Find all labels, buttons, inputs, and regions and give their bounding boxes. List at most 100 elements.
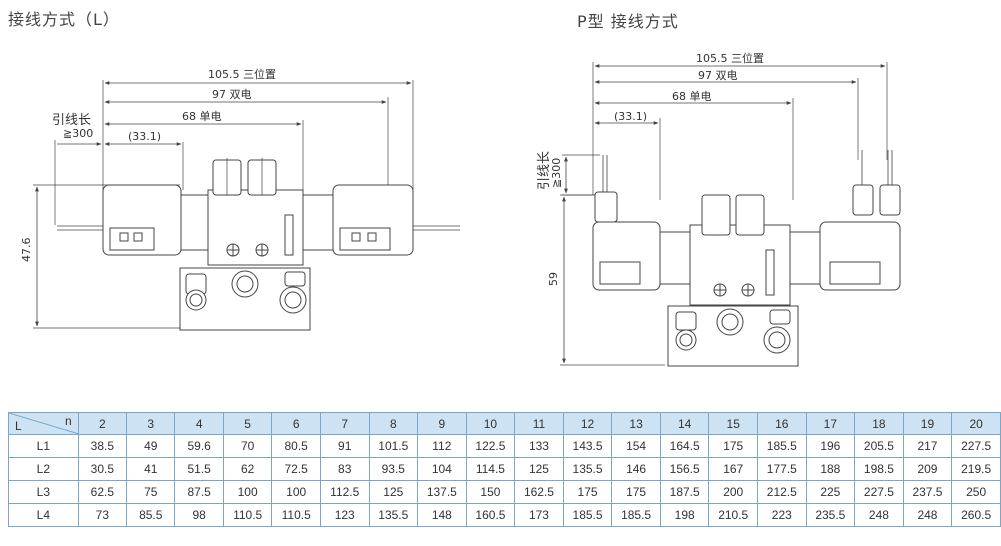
- table-cell: 248: [902, 503, 953, 527]
- table-cell: 198.5: [854, 457, 904, 481]
- table-cell: 209: [902, 457, 953, 481]
- table-cell: 225: [805, 480, 856, 504]
- table-cell: 62.5: [77, 480, 128, 504]
- column-header: 20: [951, 412, 1001, 435]
- column-header: 6: [271, 412, 321, 435]
- table-cell: 219.5: [951, 457, 1001, 481]
- table-header-row: n L 2 3 4 5 6 7 8 9 10 11 12 13 14 15 16…: [8, 412, 1001, 435]
- table-cell: 135.5: [368, 503, 419, 527]
- table-cell: 210.5: [708, 503, 758, 527]
- table-cell: 98: [174, 503, 224, 527]
- column-header: 2: [77, 412, 128, 435]
- table-cell: 41: [126, 457, 176, 481]
- column-header: 4: [174, 412, 224, 435]
- table-cell: 248: [854, 503, 904, 527]
- table-cell: 148: [417, 503, 467, 527]
- table-cell: 167: [708, 457, 758, 481]
- table-cell: 112: [417, 434, 467, 458]
- table-cell: 72.5: [271, 457, 321, 481]
- table-cell: 70: [222, 434, 273, 458]
- table-cell: 30.5: [77, 457, 128, 481]
- table-cell: 150: [465, 480, 516, 504]
- table-cell: 235.5: [805, 503, 856, 527]
- right-dim-double: 97 双电: [698, 69, 738, 82]
- table-cell: 110.5: [271, 503, 321, 527]
- column-header: 12: [562, 412, 613, 435]
- corner-n-label: n: [64, 414, 72, 428]
- column-header: 18: [854, 412, 904, 435]
- table-cell: 59.6: [174, 434, 224, 458]
- table-cell: 146: [611, 457, 661, 481]
- table-cell: 122.5: [465, 434, 516, 458]
- left-wiring-title: 接线方式（L）: [8, 10, 120, 29]
- left-drawing: [33, 80, 460, 331]
- table-cell: 38.5: [77, 434, 128, 458]
- right-wiring-title: P型 接线方式: [577, 12, 679, 31]
- table-cell: 156.5: [659, 457, 710, 481]
- right-height-label: 59: [547, 272, 560, 286]
- table-cell: 177.5: [757, 457, 807, 481]
- column-header: 17: [805, 412, 856, 435]
- table-cell: 49: [126, 434, 176, 458]
- table-cell: 223: [757, 503, 807, 527]
- table-cell: 112.5: [319, 480, 370, 504]
- table-cell: 196: [805, 434, 856, 458]
- table-cell: 217: [902, 434, 953, 458]
- column-header: 7: [319, 412, 370, 435]
- table-cell: 80.5: [271, 434, 321, 458]
- table-cell: 100: [271, 480, 321, 504]
- column-header: 15: [708, 412, 758, 435]
- left-lead-value: ≧300: [63, 127, 93, 140]
- table-cell: 133: [514, 434, 564, 458]
- row-label: L4: [8, 503, 79, 527]
- table-cell: 198: [659, 503, 710, 527]
- right-dim-three-position: 105.5 三位置: [696, 51, 764, 65]
- table-cell: 227.5: [951, 434, 1001, 458]
- table-cell: 185.5: [757, 434, 807, 458]
- table-cell: 187.5: [659, 480, 710, 504]
- table-cell: 154: [611, 434, 661, 458]
- table-cell: 175: [611, 480, 661, 504]
- right-drawing: [560, 62, 901, 367]
- table-cell: 114.5: [465, 457, 516, 481]
- table-cell: 137.5: [417, 480, 467, 504]
- table-cell: 100: [222, 480, 273, 504]
- table-cell: 164.5: [659, 434, 710, 458]
- table-cell: 175: [708, 434, 758, 458]
- right-lead-value: ≧300: [550, 158, 563, 188]
- column-header: 13: [611, 412, 661, 435]
- left-dim-three-position: 105.5 三位置: [208, 67, 276, 81]
- left-height-label: 47.6: [20, 238, 33, 263]
- column-header: 3: [126, 412, 176, 435]
- table-cell: 125: [368, 480, 419, 504]
- table-corner-cell: n L: [8, 412, 79, 435]
- table-cell: 162.5: [514, 480, 564, 504]
- table-cell: 260.5: [951, 503, 1001, 527]
- column-header: 10: [465, 412, 516, 435]
- table-cell: 250: [951, 480, 1001, 504]
- right-drawing-labels: 105.5 三位置 97 双电 68 单电 (33.1) 引线长 ≧300 59: [537, 51, 764, 286]
- column-header: 14: [659, 412, 710, 435]
- table-cell: 173: [514, 503, 564, 527]
- table-cell: 188: [805, 457, 856, 481]
- left-dim-single: 68 单电: [182, 110, 222, 123]
- column-header: 11: [514, 412, 564, 435]
- table-cell: 93.5: [368, 457, 419, 481]
- table-cell: 75: [126, 480, 176, 504]
- table-cell: 205.5: [854, 434, 904, 458]
- left-dim-double: 97 双电: [212, 88, 252, 101]
- dimension-table: n L 2 3 4 5 6 7 8 9 10 11 12 13 14 15 16…: [8, 412, 1001, 527]
- table-cell: 212.5: [757, 480, 807, 504]
- column-header: 8: [368, 412, 419, 435]
- left-drawing-labels: 105.5 三位置 97 双电 68 单电 (33.1) 引线长 ≧300 47…: [20, 67, 276, 262]
- right-lead-label: 引线长: [537, 151, 552, 190]
- table-cell: 237.5: [902, 480, 953, 504]
- table-cell: 110.5: [222, 503, 273, 527]
- table-cell: 104: [417, 457, 467, 481]
- table-cell: 227.5: [854, 480, 904, 504]
